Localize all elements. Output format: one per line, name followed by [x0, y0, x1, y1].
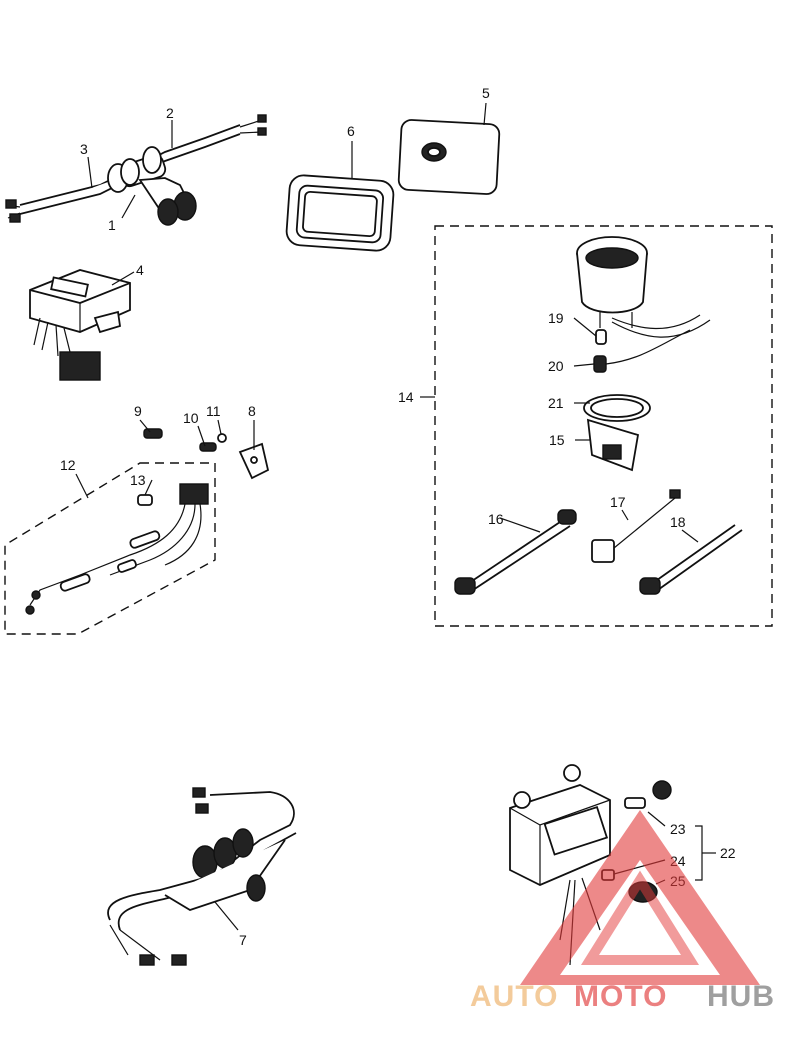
watermark-word-hub: HUB — [707, 980, 775, 1013]
watermark-word-moto: MOTO — [574, 980, 667, 1013]
callout-22: 22 — [720, 845, 736, 861]
harness-part-16 — [454, 509, 577, 595]
bulb-part-19 — [595, 329, 607, 345]
callout-8: 8 — [248, 403, 256, 419]
callout-7: 7 — [239, 932, 247, 948]
callout-16: 16 — [488, 511, 504, 527]
ring-part-21 — [583, 394, 651, 422]
callout-5: 5 — [482, 85, 490, 101]
washer-part-11 — [217, 433, 227, 443]
fuse-part-13 — [137, 494, 153, 506]
callout-labels: 1 2 3 4 5 6 7 8 9 10 11 12 13 14 15 16 1… — [60, 85, 736, 948]
harness-part-1-2-3 — [5, 114, 267, 226]
callout-1: 1 — [108, 217, 116, 233]
screw-part-9 — [143, 428, 163, 439]
callout-3: 3 — [80, 141, 88, 157]
callout-2: 2 — [166, 105, 174, 121]
callout-20: 20 — [548, 358, 564, 374]
harness-part-12 — [4, 462, 216, 635]
callout-13: 13 — [130, 472, 146, 488]
bulb-part-23 — [624, 780, 672, 809]
callout-9: 9 — [134, 403, 142, 419]
harness-part-18 — [639, 524, 743, 595]
callout-17: 17 — [610, 494, 626, 510]
harness-part-7 — [107, 787, 297, 966]
frame-part-6 — [285, 174, 395, 252]
bracket-part-15 — [586, 418, 640, 472]
callout-23: 23 — [670, 821, 686, 837]
gauge-housing — [576, 236, 711, 338]
watermark-word-auto: AUTO — [470, 980, 558, 1013]
kit-box-part-14 — [434, 225, 773, 627]
callout-11: 11 — [206, 403, 221, 419]
screw-part-10 — [199, 442, 217, 452]
callout-4: 4 — [136, 262, 144, 278]
callout-12: 12 — [60, 457, 76, 473]
module-part-4 — [29, 269, 131, 381]
callout-18: 18 — [670, 514, 686, 530]
sender-part-17 — [591, 489, 681, 563]
callout-21: 21 — [548, 395, 564, 411]
plate-part-5 — [397, 119, 501, 195]
bracket-part-8 — [238, 442, 270, 480]
watermark-triangle-icon — [520, 810, 760, 985]
module-part-22 — [509, 764, 611, 966]
watermark-logo: AUTO MOTO HUB — [470, 810, 775, 1013]
callout-15: 15 — [549, 432, 565, 448]
callout-19: 19 — [548, 310, 564, 326]
leader-lines — [75, 102, 716, 931]
callout-14: 14 — [398, 389, 414, 405]
callout-6: 6 — [347, 123, 355, 139]
callout-10: 10 — [183, 410, 199, 426]
